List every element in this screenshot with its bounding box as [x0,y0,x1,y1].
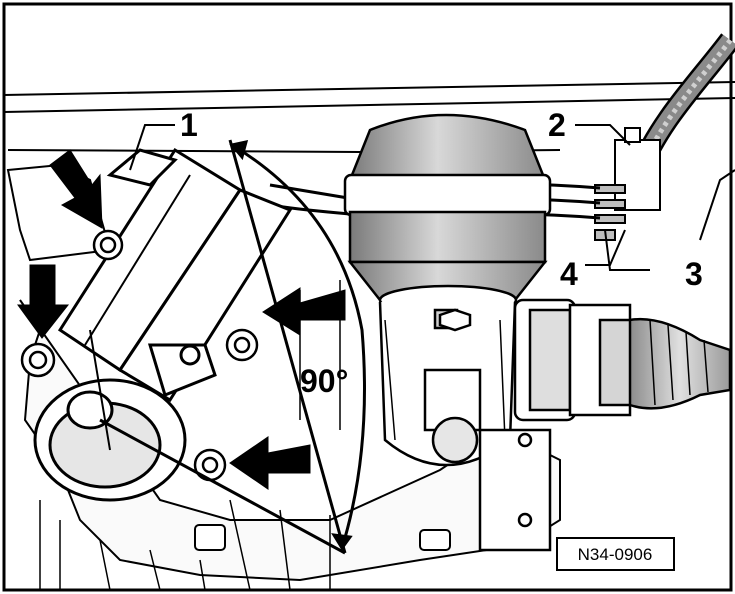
angle-label: 90° [300,363,348,399]
callout-4: 4 [560,256,578,292]
callout-2: 2 [548,107,566,143]
drive-shaft [478,298,732,552]
rotation-arc [99,139,366,555]
figure-code-box: N34-0906 [556,537,675,571]
gearbox-casing [3,81,735,591]
callout-leaders [129,124,735,271]
callout-3: 3 [685,256,703,292]
wiring-harness [269,33,735,241]
callout-1: 1 [180,107,198,143]
selector-housing [343,113,552,467]
figure-code: N34-0906 [578,545,653,564]
arrow-marker-icon [17,149,346,490]
